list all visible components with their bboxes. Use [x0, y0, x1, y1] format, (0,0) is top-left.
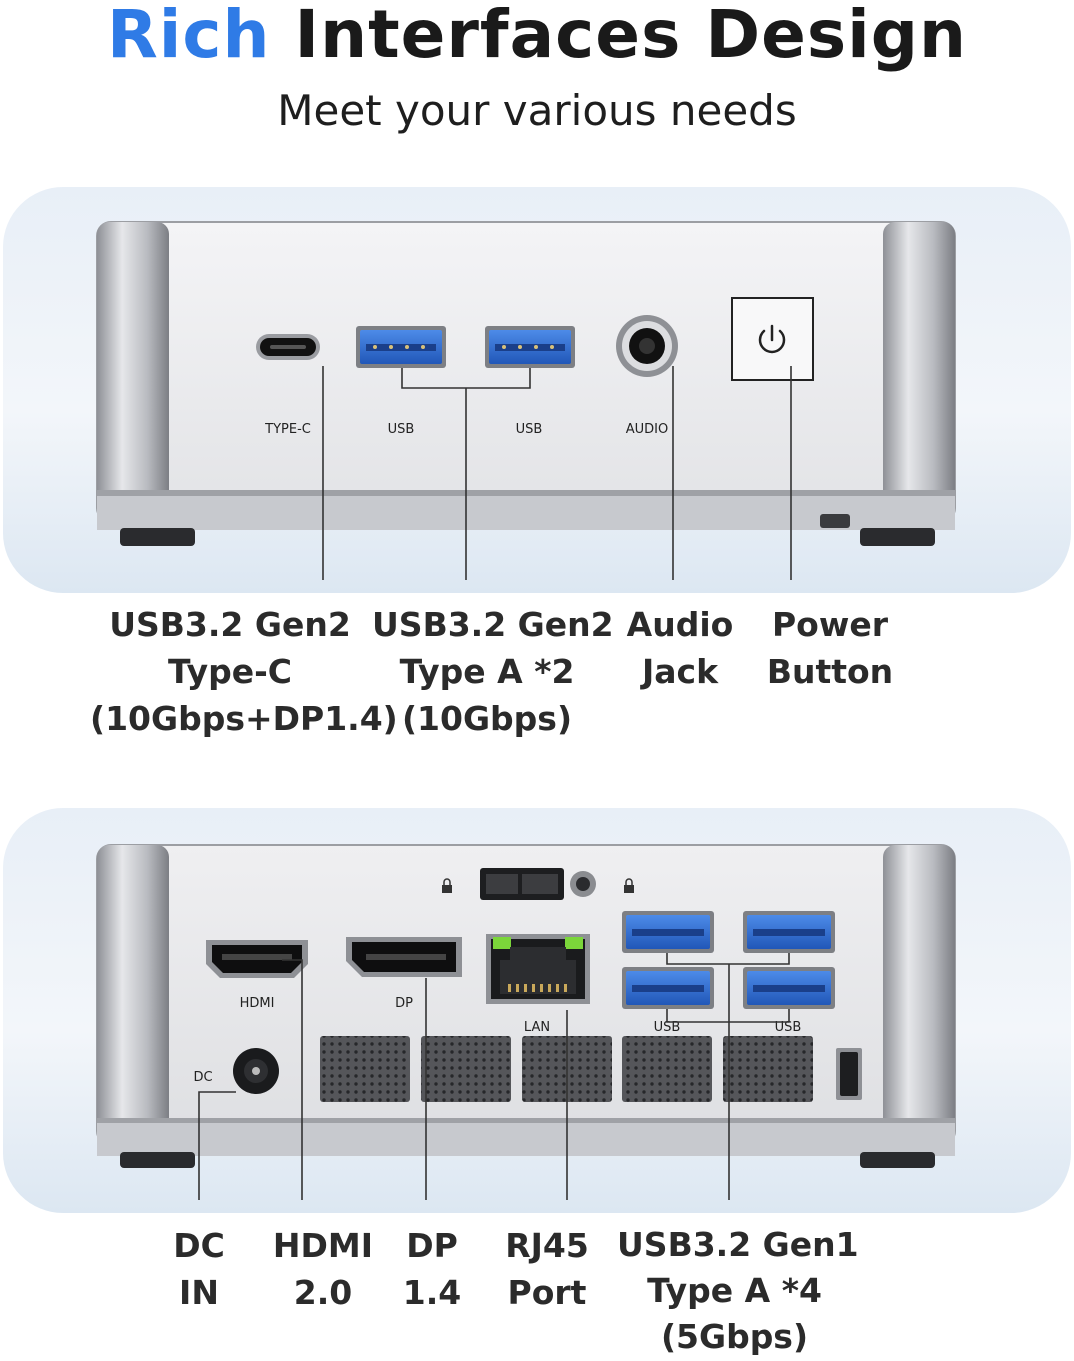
port-label-dp: DP	[395, 996, 413, 1011]
callout-line: DP	[406, 1226, 458, 1265]
callout-line: Audio	[626, 605, 734, 644]
usb-a-port-icon	[622, 967, 714, 1009]
callout-audio-jack: Audio Jack	[615, 601, 745, 695]
callout-line: Type A *4	[647, 1271, 822, 1310]
port-label-usb: USB	[516, 422, 543, 437]
callout-line: Port	[507, 1273, 587, 1312]
lock-slot-icon	[836, 1048, 862, 1100]
callout-line: IN	[179, 1273, 219, 1312]
usb-a-port-icon	[356, 326, 446, 368]
rear-device-illustration: HDMI DP LAN USB USB DC	[96, 844, 956, 1200]
callout-line: 1.4	[402, 1273, 462, 1312]
callout-hdmi: HDMI 2.0	[263, 1222, 383, 1316]
callout-displayport: DP 1.4	[387, 1222, 477, 1316]
title-rest: Interfaces Design	[270, 0, 968, 73]
callout-power-button: Power Button	[755, 601, 905, 695]
callout-line: 2.0	[293, 1273, 353, 1312]
callout-usb-a-gen2: USB3.2 Gen2 Type A *2 (10Gbps)	[372, 601, 614, 742]
usb-a-port-icon	[743, 911, 835, 953]
callout-line: RJ45	[505, 1226, 589, 1265]
callout-rj45: RJ45 Port	[487, 1222, 607, 1316]
callout-line: USB3.2 Gen1	[617, 1225, 859, 1264]
callout-typec: USB3.2 Gen2 Type-C (10Gbps+DP1.4)	[90, 601, 398, 742]
callout-line: Type-C	[167, 652, 293, 691]
usb-a-port-icon	[485, 326, 575, 368]
callout-line: Button	[766, 652, 894, 691]
callout-line: (10Gbps)	[401, 699, 573, 738]
port-label-typec: TYPE-C	[264, 422, 311, 437]
page-title: Rich Interfaces Design	[0, 0, 1074, 72]
lock-icon	[624, 878, 634, 893]
front-device-illustration: TYPE-C USB USB AUDIO	[96, 221, 956, 580]
usb-c-port-icon	[256, 334, 320, 360]
dc-power-jack-icon	[233, 1048, 279, 1094]
front-leader-lines	[322, 366, 792, 580]
port-label-usb: USB	[654, 1020, 681, 1035]
usb-a-port-icon	[622, 911, 714, 953]
callout-line: (5Gbps)	[660, 1317, 809, 1356]
port-label-hdmi: HDMI	[240, 996, 275, 1011]
callout-line: (10Gbps+DP1.4)	[90, 699, 398, 738]
port-label-dc: DC	[193, 1070, 212, 1085]
hdmi-port-icon	[206, 940, 308, 978]
reset-button-icon	[570, 871, 596, 897]
lock-icon	[442, 878, 452, 893]
callout-line: USB3.2 Gen2	[372, 605, 614, 644]
title-accent: Rich	[106, 0, 271, 73]
callout-line: Power	[772, 605, 888, 644]
callout-line: HDMI	[272, 1226, 374, 1265]
port-label-usb: USB	[775, 1020, 802, 1035]
vent-grille	[320, 1036, 813, 1102]
callout-line: Type A *2	[399, 652, 575, 691]
callout-usb-a-gen1: USB3.2 Gen1 Type A *4 (5Gbps)	[617, 1222, 859, 1360]
rear-leader-lines	[198, 953, 790, 1200]
displayport-icon	[346, 937, 462, 977]
ethernet-port-icon	[486, 934, 590, 1004]
callout-line: USB3.2 Gen2	[109, 605, 351, 644]
callout-dc-in: DC IN	[149, 1222, 249, 1316]
callout-line: Jack	[641, 652, 719, 691]
kensington-slot-icon	[480, 868, 564, 900]
audio-jack-icon	[616, 315, 678, 377]
port-label-usb: USB	[388, 422, 415, 437]
usb-a-port-icon	[743, 967, 835, 1009]
port-label-lan: LAN	[524, 1020, 550, 1035]
power-button-icon	[731, 297, 814, 381]
page-subtitle: Meet your various needs	[277, 86, 797, 135]
port-label-audio: AUDIO	[626, 422, 669, 437]
callout-line: DC	[173, 1226, 225, 1265]
